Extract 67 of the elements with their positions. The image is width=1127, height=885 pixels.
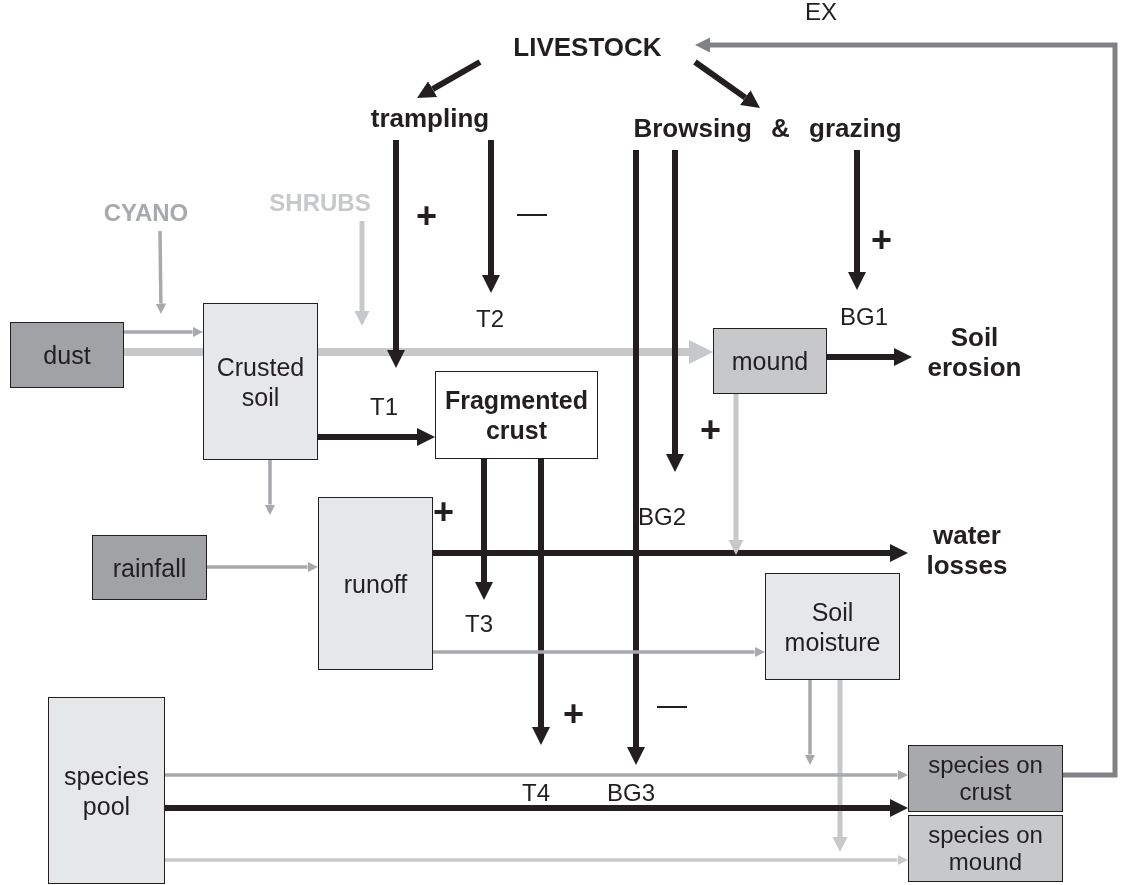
box-label: Crusted soil	[215, 351, 306, 412]
arrow	[666, 150, 684, 472]
arrow	[695, 37, 1118, 778]
process-box	[318, 497, 433, 670]
pathway-code: BG1	[840, 305, 889, 329]
process-box	[713, 328, 827, 394]
arrow	[827, 348, 912, 366]
plus-sign: +	[433, 494, 455, 530]
arrow	[207, 561, 318, 573]
arrow	[848, 150, 866, 290]
process-box	[10, 322, 124, 388]
plus-sign: +	[700, 412, 722, 448]
pathway-code: T4	[522, 781, 550, 805]
box-label: species on crust	[927, 752, 1044, 805]
box-label: species on mound	[927, 822, 1044, 875]
arrow	[318, 340, 713, 364]
box-label: mound	[731, 346, 809, 376]
box-label: rainfall	[112, 552, 187, 583]
plus-sign: +	[871, 222, 893, 258]
pathway-code: T1	[370, 395, 398, 419]
arrow	[832, 680, 848, 852]
arrow	[433, 646, 765, 658]
outcome-label: Soil erosion	[926, 323, 1023, 383]
process-box	[908, 815, 1063, 882]
pathway-code: BG2	[638, 505, 687, 529]
arrow	[354, 221, 370, 326]
plus-sign: +	[416, 198, 438, 234]
box-label: dust	[43, 340, 91, 370]
pathway-code: BG3	[607, 781, 656, 805]
process-label: trampling	[370, 104, 490, 134]
process-box	[48, 697, 165, 884]
arrow	[264, 460, 276, 515]
plus-sign: +	[563, 696, 585, 732]
minus-sign: —	[657, 690, 687, 720]
heading-text: LIVESTOCK	[513, 33, 662, 63]
box-label: species pool	[63, 760, 150, 821]
process-box	[765, 573, 900, 680]
factor-label: SHRUBS	[269, 188, 371, 219]
process-box	[908, 745, 1063, 812]
factor-label: CYANO	[103, 198, 189, 229]
arrow	[124, 326, 203, 338]
arrow	[417, 59, 482, 98]
arrow	[475, 459, 493, 600]
arrow	[532, 459, 550, 745]
arrow	[433, 544, 908, 562]
arrow	[627, 150, 645, 765]
arrow	[155, 231, 167, 314]
box-label: Soil moisture	[783, 596, 882, 657]
arrow	[165, 799, 908, 817]
outcome-label: water losses	[925, 521, 1009, 581]
pathway-code: T3	[465, 612, 493, 636]
pathway-code: T2	[476, 307, 504, 331]
process-box	[92, 535, 207, 600]
arrow	[318, 428, 435, 446]
minus-sign: —	[517, 198, 547, 228]
process-box	[203, 303, 318, 460]
process-box	[435, 371, 598, 459]
arrow	[165, 769, 908, 781]
arrow	[693, 59, 760, 108]
arrow	[728, 394, 744, 555]
arrow	[165, 854, 908, 866]
arrow	[804, 680, 816, 765]
arrow	[482, 140, 500, 293]
box-label: runoff	[343, 568, 408, 599]
box-label: Fragmented crust	[443, 385, 590, 445]
arrow	[387, 140, 405, 368]
process-label: Browsing & grazing	[633, 114, 902, 144]
